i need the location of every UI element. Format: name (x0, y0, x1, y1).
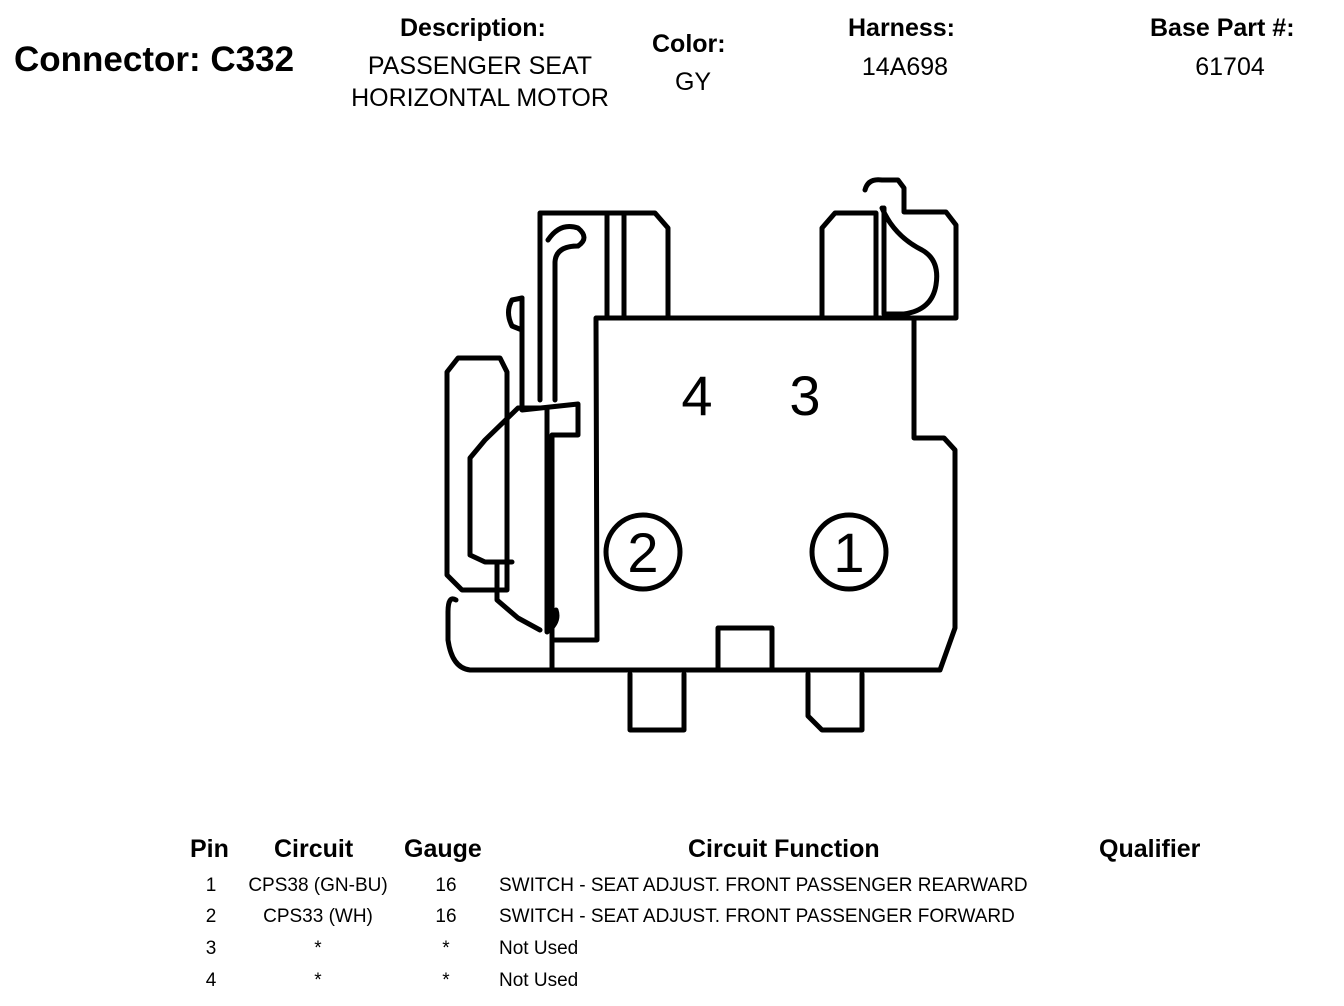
left-clip-outer (444, 355, 510, 593)
row-gauge: 16 (435, 906, 457, 927)
row-gauge: 16 (435, 875, 457, 896)
row-function: Not Used (499, 970, 579, 991)
cavity-label-3: 3 (789, 364, 820, 427)
color-label: Color: (652, 30, 726, 58)
row-circuit: * (314, 970, 322, 991)
header-gauge: Gauge (404, 835, 482, 863)
connector-body (549, 315, 958, 673)
header-circuit: Circuit (274, 835, 354, 863)
right-latch-arm (862, 177, 959, 321)
left-clip-rail (494, 559, 543, 633)
description-label: Description: (400, 14, 546, 42)
row-pin: 3 (205, 938, 217, 959)
row-gauge: * (442, 938, 450, 959)
right-latch-hook (879, 205, 940, 317)
left-bottom-hook (445, 596, 555, 673)
header-qualifier: Qualifier (1099, 835, 1201, 863)
connector-title: Connector: C332 (14, 40, 295, 79)
left-rib-inner (544, 407, 560, 635)
row-circuit: * (314, 938, 322, 959)
pin-1-circle (809, 512, 889, 592)
harness-value: 14A698 (861, 53, 949, 81)
base-part-label: Base Part #: (1150, 14, 1295, 42)
color-value: GY (674, 68, 712, 96)
left-clip-inner (467, 405, 543, 565)
header-circuit-function: Circuit Function (688, 835, 880, 863)
cavity-label-2: 2 (627, 521, 658, 584)
row-pin: 2 (205, 906, 217, 927)
left-small-tab (506, 295, 525, 333)
row-function: SWITCH - SEAT ADJUST. FRONT PASSENGER RE… (499, 875, 1028, 896)
left-rib-outer (519, 295, 581, 643)
header-pin: Pin (190, 835, 229, 863)
row-circuit: CPS38 (GN-BU) (248, 875, 388, 896)
row-pin: 4 (205, 970, 217, 991)
row-function: SWITCH - SEAT ADJUST. FRONT PASSENGER FO… (499, 906, 1015, 927)
cavity-label-4: 4 (681, 364, 712, 427)
harness-label: Harness: (848, 14, 955, 42)
row-circuit: CPS33 (WH) (263, 906, 373, 927)
description-line-2: HORIZONTAL MOTOR (351, 84, 609, 112)
base-part-value: 61704 (1195, 53, 1265, 81)
bottom-notch (715, 625, 775, 673)
row-function: Not Used (499, 938, 579, 959)
row-gauge: * (442, 970, 450, 991)
bottom-terminal-left (627, 671, 687, 733)
bottom-terminal-right (805, 671, 865, 733)
pin-2-circle (603, 512, 683, 592)
description-line-1: PASSENGER SEAT (367, 52, 593, 80)
left-latch-hook (545, 224, 587, 403)
left-latch-tower (537, 210, 671, 403)
cavity-label-1: 1 (833, 521, 864, 584)
connector-face-diagram: 4 3 2 1 (444, 177, 959, 733)
right-latch-tower (819, 210, 879, 321)
row-pin: 1 (205, 875, 217, 896)
